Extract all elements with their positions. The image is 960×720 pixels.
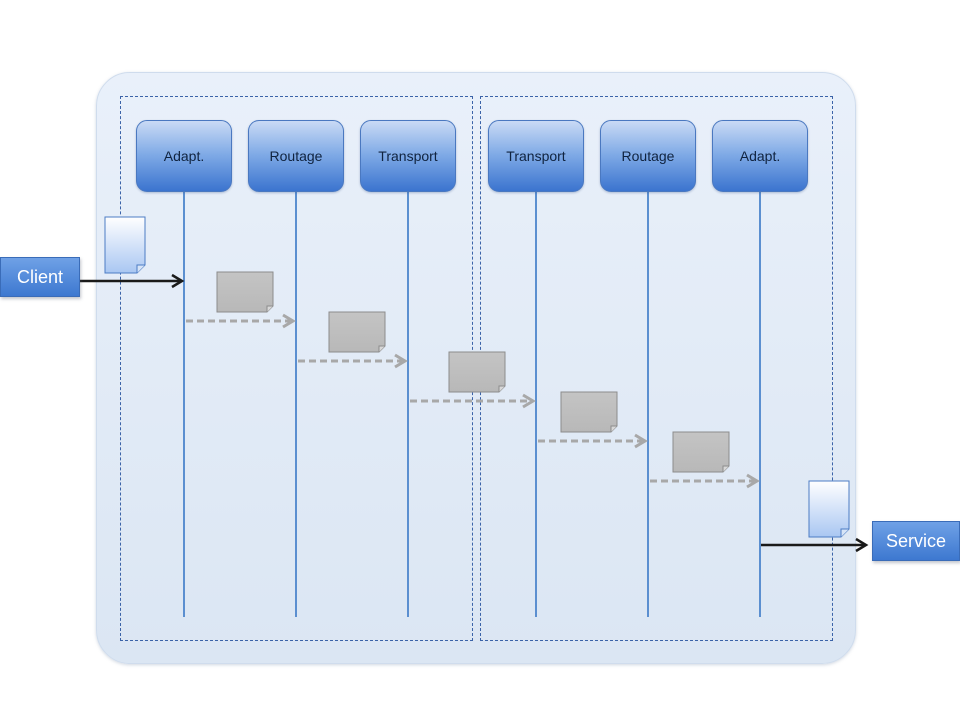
lifeline-routage-right: Routage	[600, 120, 696, 192]
lifeline-line-5	[647, 192, 649, 617]
dashed-arrow-3	[410, 393, 536, 409]
dashed-arrow-2	[298, 353, 408, 369]
message-box-5	[672, 431, 730, 473]
lifeline-line-6	[759, 192, 761, 617]
lifeline-adapt-right: Adapt.	[712, 120, 808, 192]
message-box-2	[328, 311, 386, 353]
message-box-1	[216, 271, 274, 313]
lifeline-label: Transport	[378, 148, 438, 164]
lifeline-label: Transport	[506, 148, 566, 164]
dashed-arrow-1	[186, 313, 296, 329]
lifeline-line-2	[295, 192, 297, 617]
client-endpoint: Client	[0, 257, 80, 297]
lifeline-adapt-left: Adapt.	[136, 120, 232, 192]
lifeline-line-1	[183, 192, 185, 617]
client-request-arrow	[80, 273, 185, 289]
service-request-arrow	[761, 537, 869, 553]
lifeline-label: Routage	[621, 148, 675, 164]
request-document-icon	[104, 216, 146, 274]
lifeline-line-4	[535, 192, 537, 617]
client-label: Client	[16, 266, 64, 287]
dashed-arrow-5	[650, 473, 760, 489]
dashed-arrow-4	[538, 433, 648, 449]
message-box-4	[560, 391, 618, 433]
response-document-icon	[808, 480, 850, 538]
lifeline-label: Adapt.	[163, 148, 205, 164]
lifeline-routage-left: Routage	[248, 120, 344, 192]
service-label: Service	[885, 530, 947, 551]
lifeline-transport-left: Transport	[360, 120, 456, 192]
lifeline-transport-right: Transport	[488, 120, 584, 192]
lifeline-line-3	[407, 192, 409, 617]
message-box-3	[448, 351, 506, 393]
service-endpoint: Service	[872, 521, 960, 561]
lifeline-label: Routage	[269, 148, 323, 164]
lifeline-label: Adapt.	[739, 148, 781, 164]
